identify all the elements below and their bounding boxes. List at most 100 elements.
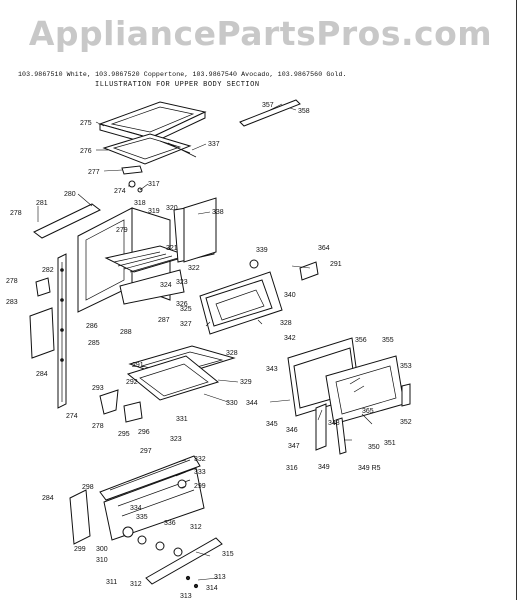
callout: 344 xyxy=(246,400,258,407)
part-hinge xyxy=(299,261,319,281)
part-bracket xyxy=(123,401,143,423)
callout: 348 xyxy=(328,420,340,427)
callout: 324 xyxy=(160,282,172,289)
part-side-strip xyxy=(57,253,67,409)
part-bracket xyxy=(35,277,51,297)
diagram-title: ILLUSTRATION FOR UPPER BODY SECTION xyxy=(95,81,260,89)
callout: 349 R5 xyxy=(358,465,381,472)
callout: 343 xyxy=(266,366,278,373)
callout: 317 xyxy=(148,181,160,188)
part-oven-door xyxy=(199,271,283,335)
callout: 287 xyxy=(158,317,170,324)
part-screw xyxy=(193,583,199,589)
callout: 288 xyxy=(120,329,132,336)
part-knobs xyxy=(122,526,183,557)
callout: 322 xyxy=(188,265,200,272)
part-bracket xyxy=(29,307,55,359)
callout: 315 xyxy=(222,551,234,558)
part-grille xyxy=(102,133,197,165)
callout: 278 xyxy=(6,278,18,285)
part-clip xyxy=(121,165,143,175)
callout: 313 xyxy=(214,574,226,581)
callout: 300 xyxy=(96,546,108,553)
callout: 329 xyxy=(240,379,252,386)
part-trim-rod xyxy=(239,99,301,127)
part-bottom-rail xyxy=(145,537,223,585)
callout: 350 xyxy=(368,444,380,451)
part-end-cap xyxy=(69,489,91,545)
callout: 325 xyxy=(180,306,192,313)
callout: 285 xyxy=(88,340,100,347)
callout: 326 xyxy=(176,301,188,308)
callout: 353 xyxy=(400,363,412,370)
callout: 339 xyxy=(256,247,268,254)
leader-lines xyxy=(37,103,373,581)
callout: 346 xyxy=(286,427,298,434)
callout: 283 xyxy=(6,299,18,306)
callout: 274 xyxy=(66,413,78,420)
callout: 279 xyxy=(116,227,128,234)
callout: 331 xyxy=(176,416,188,423)
callout: 299 xyxy=(74,546,86,553)
part-side-rail xyxy=(315,403,327,451)
callout: 319 xyxy=(148,208,160,215)
callout-labels: 275 276 277 274 317 337 357 358 280 281 … xyxy=(6,102,412,600)
callout: 349 xyxy=(318,464,330,471)
callout: 364 xyxy=(318,245,330,252)
callout: 328 xyxy=(226,350,238,357)
part-broiler-door xyxy=(287,337,411,425)
callout: 316 xyxy=(286,465,298,472)
callout: 274 xyxy=(114,188,126,195)
callout: 333 xyxy=(194,469,206,476)
callout: 278 xyxy=(10,210,22,217)
page-border xyxy=(516,0,517,600)
callout: 340 xyxy=(284,292,296,299)
callout: 321 xyxy=(166,245,178,252)
callout: 345 xyxy=(266,421,278,428)
callout: 320 xyxy=(166,205,178,212)
callout: 328 xyxy=(280,320,292,327)
callout: 332 xyxy=(194,456,206,463)
callout: 318 xyxy=(134,200,146,207)
callout: 336 xyxy=(164,520,176,527)
callout: 282 xyxy=(42,267,54,274)
callout: 314 xyxy=(206,585,218,592)
callout: 299 xyxy=(194,483,206,490)
part-vent-tray xyxy=(98,101,207,145)
callout: 365 xyxy=(362,408,374,415)
callout: 284 xyxy=(36,371,48,378)
callout: 277 xyxy=(88,169,100,176)
callout: 292 xyxy=(126,379,138,386)
callout: 335 xyxy=(136,514,148,521)
callout: 312 xyxy=(190,524,202,531)
callout: 327 xyxy=(180,321,192,328)
callout: 357 xyxy=(262,102,274,109)
part-bracket xyxy=(99,389,119,415)
callout: 278 xyxy=(92,423,104,430)
callout: 297 xyxy=(140,448,152,455)
callout: 351 xyxy=(384,440,396,447)
callout: 323 xyxy=(170,436,182,443)
part-rail xyxy=(335,417,347,455)
callout: 356 xyxy=(355,337,367,344)
model-list: 103.9867510 White, 103.9867520 Copperton… xyxy=(18,71,347,78)
callout: 293 xyxy=(92,385,104,392)
callout: 312 xyxy=(130,581,142,588)
callout: 311 xyxy=(106,579,117,586)
callout: 291 xyxy=(330,261,342,268)
callout: 281 xyxy=(36,200,48,207)
part-knob xyxy=(249,259,259,269)
callout: 342 xyxy=(284,335,296,342)
callout: 296 xyxy=(138,429,150,436)
callout: 352 xyxy=(400,419,412,426)
callout: 347 xyxy=(288,443,300,450)
callout: 295 xyxy=(118,431,130,438)
callout: 310 xyxy=(96,557,108,564)
part-side-panel xyxy=(183,197,217,263)
callout: 323 xyxy=(176,279,188,286)
callout: 298 xyxy=(82,484,94,491)
callout: 330 xyxy=(226,400,238,407)
part-screw xyxy=(128,180,136,188)
